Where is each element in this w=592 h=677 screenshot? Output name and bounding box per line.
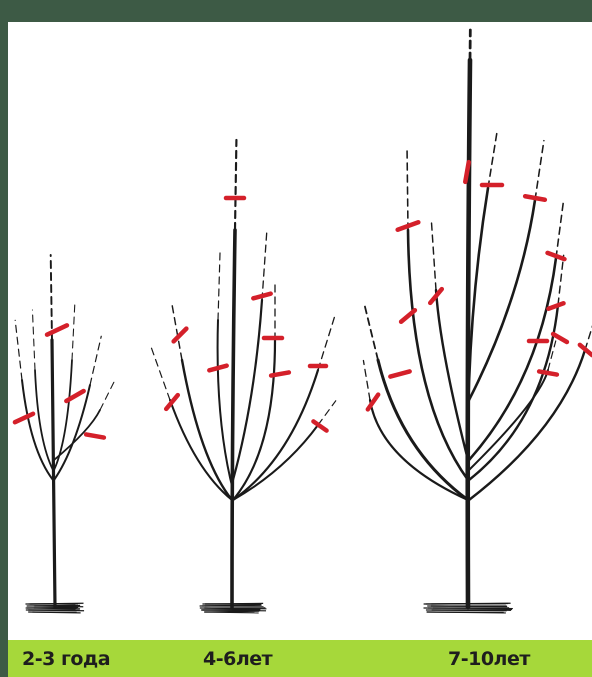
- branch: [469, 370, 548, 470]
- unpruned-shoot: [262, 230, 267, 300]
- unpruned-shoot: [235, 140, 236, 230]
- branch: [468, 60, 470, 607]
- stage-label-4-6-years: 4-6лет: [203, 648, 272, 670]
- unpruned-shoot: [535, 141, 544, 200]
- unpruned-shoot: [171, 301, 182, 360]
- cut-mark: [548, 303, 563, 308]
- tree-stage-3: [363, 30, 592, 613]
- unpruned-shoot: [32, 310, 35, 370]
- cut-mark: [525, 196, 545, 199]
- cut-mark: [553, 334, 567, 342]
- branch: [52, 340, 55, 607]
- unpruned-shoot: [556, 199, 564, 258]
- branch: [469, 350, 585, 500]
- unpruned-shoot: [488, 129, 498, 188]
- unpruned-shoot: [218, 250, 220, 320]
- branch: [378, 360, 468, 500]
- unpruned-shoot: [363, 361, 370, 400]
- unpruned-shoot: [100, 379, 116, 410]
- cut-mark: [390, 371, 409, 376]
- ground-hatch: [204, 612, 259, 613]
- unpruned-shoot: [318, 317, 334, 370]
- branch: [232, 230, 235, 607]
- branch: [469, 305, 558, 480]
- unpruned-shoot: [51, 255, 52, 340]
- unpruned-shoot: [585, 312, 592, 350]
- stage-label-2-3-years: 2-3 года: [22, 648, 110, 670]
- unpruned-shoot: [558, 255, 564, 305]
- cut-mark: [253, 294, 270, 299]
- unpruned-shoot: [72, 300, 75, 360]
- cut-mark: [47, 325, 67, 334]
- unpruned-shoot: [90, 336, 101, 385]
- tree-stage-1: [15, 255, 116, 613]
- cut-mark: [271, 372, 289, 375]
- cut-mark: [174, 329, 187, 342]
- branch: [408, 230, 468, 480]
- unpruned-shoot: [15, 320, 22, 380]
- unpruned-shoot: [152, 348, 170, 400]
- branch: [35, 370, 53, 470]
- tree-stage-2: [152, 140, 336, 613]
- branch: [182, 360, 232, 500]
- branch: [233, 300, 262, 480]
- unpruned-shoot: [364, 302, 378, 360]
- branch: [22, 380, 53, 480]
- unpruned-shoot: [407, 150, 408, 230]
- cut-mark: [209, 366, 226, 371]
- illustration-panel: [8, 22, 592, 640]
- stage-label-7-10-years: 7-10лет: [448, 648, 530, 670]
- pruning-stages-illustration: [8, 22, 592, 640]
- unpruned-shoot: [318, 401, 336, 425]
- cut-mark: [548, 253, 565, 259]
- cut-mark: [86, 434, 104, 437]
- branch: [436, 290, 468, 460]
- cut-mark: [15, 414, 33, 422]
- cut-mark: [539, 371, 557, 374]
- unpruned-shoot: [431, 220, 436, 290]
- branch: [468, 188, 488, 420]
- ground-hatch: [35, 606, 84, 607]
